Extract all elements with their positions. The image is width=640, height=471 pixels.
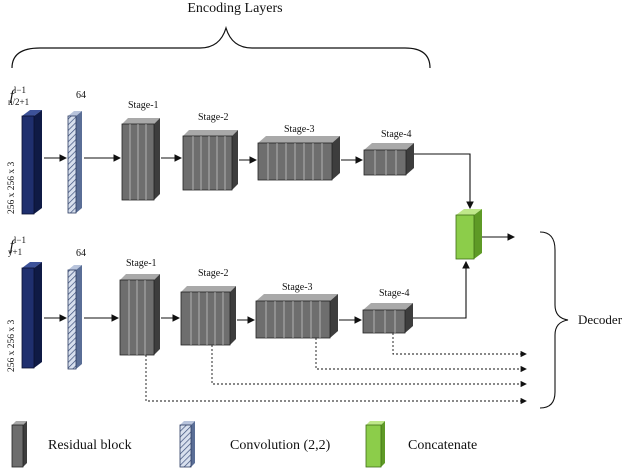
- input-dims-top: 256 x 256 x 3: [7, 162, 17, 215]
- residual-block-stage-1-top: [121, 118, 160, 201]
- conv-label-top: 64: [76, 90, 86, 101]
- arrows-bottom: [44, 260, 470, 324]
- stage-2-label-bottom: Stage-2: [198, 268, 229, 279]
- residual-block-stage-2-top: [182, 130, 238, 191]
- stage-2-label-top: Stage-2: [198, 112, 229, 123]
- residual-block-stage-4-top: [363, 143, 414, 176]
- decoder-label: Decoder: [578, 312, 623, 327]
- legend-residual-icon: [11, 421, 27, 468]
- conv-layer-bottom: [67, 265, 82, 370]
- stage-4-label-top: Stage-4: [381, 129, 412, 140]
- legend: Residual block Convolution (2,2) Concate…: [11, 421, 477, 468]
- residual-block-stage-4-bottom: [362, 303, 413, 334]
- conv-label-bottom: 64: [76, 248, 86, 259]
- legend-concat-icon: [365, 421, 385, 468]
- legend-conv-label: Convolution (2,2): [230, 438, 331, 453]
- concatenate-block: [455, 209, 482, 260]
- legend-concat-label: Concatenate: [408, 438, 477, 453]
- conv-layer-top: [67, 111, 82, 214]
- stage-1-label-top: Stage-1: [128, 100, 159, 111]
- arrows-top: [44, 153, 474, 210]
- skip-connections: [145, 333, 527, 405]
- encoder-brace: [11, 25, 431, 69]
- legend-conv-icon: [179, 421, 195, 468]
- residual-block-stage-3-bottom: [255, 294, 338, 339]
- decoder-brace: [539, 231, 569, 409]
- encoder-title: Encoding Layers: [187, 1, 282, 16]
- stage-3-label-top: Stage-3: [284, 124, 315, 135]
- residual-block-stage-1-bottom: [119, 274, 160, 356]
- stage-4-label-bottom: Stage-4: [379, 288, 410, 299]
- stage-1-label-bottom: Stage-1: [126, 258, 157, 269]
- residual-block-stage-3-top: [257, 136, 340, 181]
- input-slab-bottom: [21, 262, 42, 369]
- stage-3-label-bottom: Stage-3: [282, 282, 313, 293]
- residual-block-stage-2-bottom: [180, 286, 236, 346]
- input-slab-top: [21, 110, 42, 215]
- legend-residual-label: Residual block: [48, 438, 132, 453]
- input-dims-bottom: 256 x 256 x 3: [7, 320, 17, 373]
